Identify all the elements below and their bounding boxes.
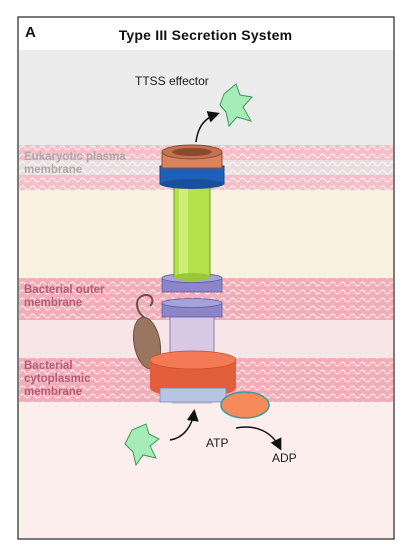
extracellular-space xyxy=(19,50,393,150)
eukaryotic-membrane-label: Eukaryotic plasma membrane xyxy=(24,151,126,176)
inner-membrane-ring xyxy=(149,350,237,403)
effector-entry-arrow xyxy=(169,409,199,441)
effector-label: TTSS effector xyxy=(135,74,209,88)
outer-membrane-label: Bacterial outer membrane xyxy=(24,284,105,309)
atpase xyxy=(220,391,270,419)
needle xyxy=(173,184,211,281)
atp-label: ATP xyxy=(206,436,229,450)
cytoplasmic-effector xyxy=(124,423,160,467)
diagram-title: Type III Secretion System xyxy=(118,27,293,43)
panel-letter: A xyxy=(25,24,36,41)
outer-membrane-ring-lower xyxy=(161,298,223,318)
adp-label: ADP xyxy=(272,451,297,465)
bacterial-cytoplasm xyxy=(19,402,393,538)
effector-exit-arrow xyxy=(195,111,220,143)
cytoplasmic-membrane-label: Bacterial cytoplasmic membrane xyxy=(24,360,91,398)
atp-hydrolysis-arrow xyxy=(235,426,282,451)
secreted-effector xyxy=(219,83,253,128)
translocon-pore xyxy=(159,144,225,189)
